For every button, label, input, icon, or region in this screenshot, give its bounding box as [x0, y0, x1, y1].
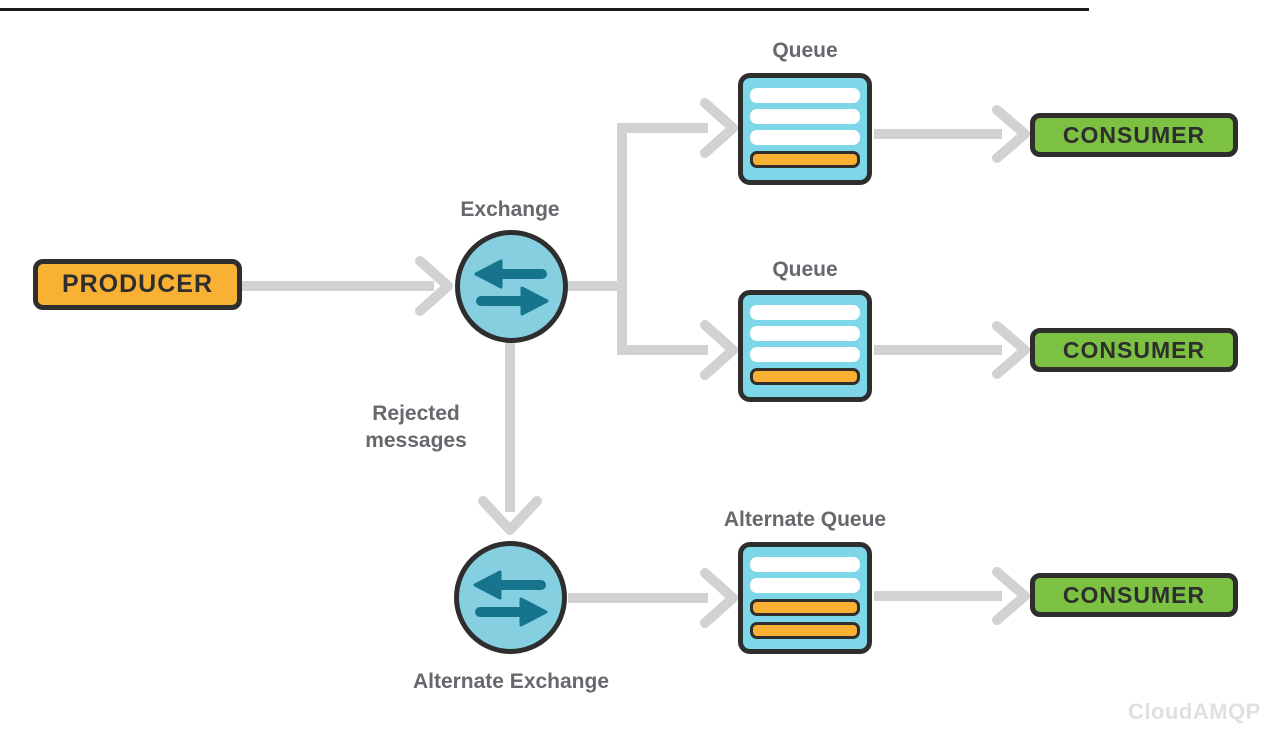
arrowhead-to-exchange — [415, 256, 453, 316]
alternate-exchange-node — [454, 541, 567, 654]
queue-2-node — [738, 290, 872, 402]
exchange-arrows-icon — [473, 570, 548, 627]
arrowhead-to-queue-1 — [700, 98, 738, 158]
exchange-arrows-icon — [474, 259, 549, 316]
rejected-messages-line-2: messages — [365, 429, 467, 452]
white-message-bar — [750, 109, 860, 124]
alternate-queue-node — [738, 542, 872, 654]
queue-2-label: Queue — [772, 258, 838, 281]
producer-node: PRODUCER — [33, 259, 242, 310]
white-message-bar — [750, 326, 860, 341]
arrowhead-to-queue-2 — [700, 320, 738, 380]
arrowhead-to-consumer-1 — [992, 105, 1030, 163]
rejected-messages-line-1: Rejected — [372, 402, 460, 425]
arrowhead-to-alternate-exchange — [478, 496, 542, 535]
orange-message-bar — [750, 368, 860, 385]
white-message-bar — [750, 88, 860, 103]
white-message-bar — [750, 557, 860, 572]
consumer-3-node: CONSUMER — [1030, 573, 1238, 617]
consumer-1-label: CONSUMER — [1062, 121, 1206, 148]
cloudamqp-watermark: CloudAMQP — [1128, 699, 1261, 724]
rejected-messages-label: Rejected messages — [316, 400, 516, 454]
queue-1-label: Queue — [772, 39, 838, 62]
consumer-2-node: CONSUMER — [1030, 328, 1238, 372]
white-message-bar — [750, 578, 860, 593]
producer-label: PRODUCER — [61, 270, 214, 298]
top-border-line — [0, 8, 1089, 11]
exchange-label: Exchange — [460, 198, 560, 221]
alternate-queue-label: Alternate Queue — [723, 508, 887, 531]
alternate-exchange-label: Alternate Exchange — [412, 670, 610, 693]
arrowhead-to-alternate-queue — [700, 568, 738, 628]
queue-1-node — [738, 73, 872, 185]
consumer-2-label: CONSUMER — [1062, 336, 1206, 363]
consumer-3-label: CONSUMER — [1062, 581, 1206, 608]
white-message-bar — [750, 347, 860, 362]
white-message-bar — [750, 305, 860, 320]
orange-message-bar — [750, 622, 860, 639]
orange-message-bar — [750, 151, 860, 168]
exchange-node — [455, 230, 568, 343]
arrowhead-to-consumer-3 — [992, 567, 1030, 625]
white-message-bar — [750, 130, 860, 145]
arrowhead-to-consumer-2 — [992, 321, 1030, 379]
orange-message-bar — [750, 599, 860, 616]
consumer-1-node: CONSUMER — [1030, 113, 1238, 157]
